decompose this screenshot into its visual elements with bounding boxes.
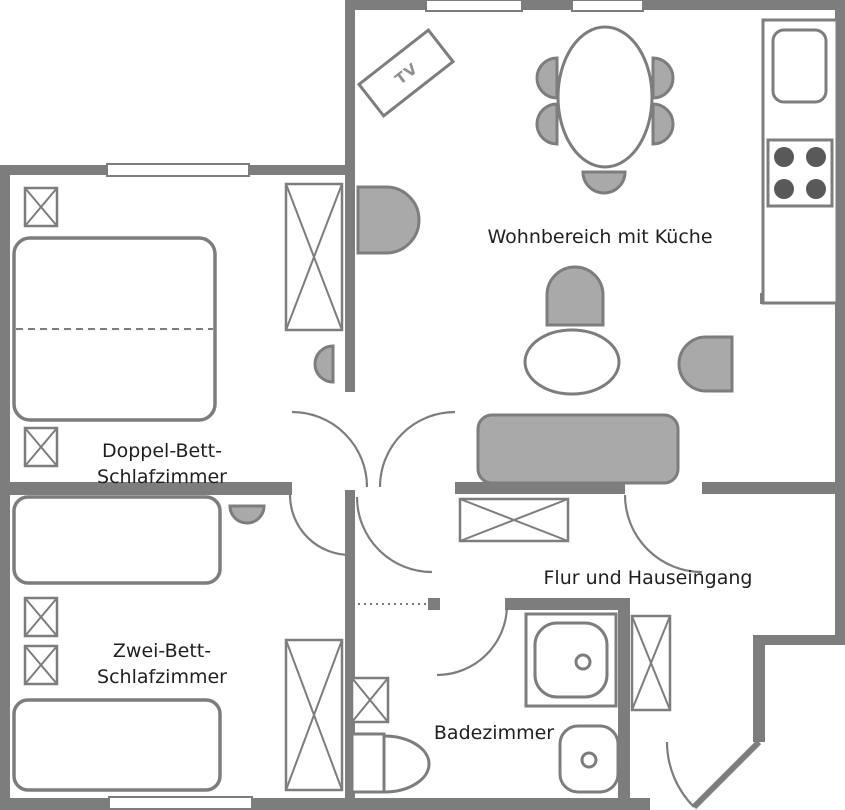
window-icon bbox=[571, 0, 644, 12]
wall-bedrooms-divider bbox=[0, 482, 292, 495]
double-bedroom-furniture bbox=[12, 182, 344, 468]
twin-bedroom-furniture bbox=[12, 495, 344, 792]
sofa bbox=[476, 413, 680, 485]
door-arc bbox=[665, 741, 695, 808]
wall-bottom bbox=[0, 798, 650, 810]
dining-chair bbox=[535, 102, 559, 146]
room-label-bathroom: Badezimmer bbox=[434, 722, 554, 744]
armchair bbox=[545, 265, 605, 327]
door-arc bbox=[623, 494, 703, 574]
armchair bbox=[356, 185, 421, 255]
hallway-furniture bbox=[458, 497, 672, 712]
door-arc bbox=[291, 410, 369, 488]
shower-drain bbox=[574, 653, 592, 671]
wall-bathroom-right bbox=[618, 598, 630, 810]
dining-chair bbox=[535, 56, 559, 100]
room-label-double-bedroom-line2: Schlafzimmer bbox=[97, 466, 227, 488]
wardrobe bbox=[284, 638, 344, 792]
room-label-double-bedroom-line1: Doppel-Bett- bbox=[102, 440, 222, 462]
kitchen bbox=[761, 18, 839, 305]
dining-table bbox=[556, 25, 654, 169]
dining-set bbox=[535, 25, 675, 195]
room-labels: Wohnbereich mit Küche Doppel-Bett- Schla… bbox=[97, 226, 752, 744]
window-icon bbox=[106, 163, 250, 177]
stove-burner bbox=[774, 147, 794, 167]
room-label-twin-bedroom-line2: Schlafzimmer bbox=[97, 666, 227, 688]
kitchen-sink bbox=[771, 28, 828, 104]
room-label-living: Wohnbereich mit Küche bbox=[487, 226, 712, 248]
tv-stand bbox=[356, 28, 456, 118]
door-arc bbox=[355, 496, 433, 574]
wall-entry-left bbox=[753, 635, 765, 742]
stove-burner bbox=[806, 179, 826, 199]
door-arc bbox=[378, 410, 456, 488]
wall-living-left bbox=[345, 0, 355, 392]
dining-chair bbox=[651, 56, 675, 100]
coffee-table bbox=[523, 328, 621, 396]
nightstand bbox=[23, 426, 59, 468]
nightstand bbox=[23, 186, 59, 228]
entrance-door-leaf bbox=[691, 739, 762, 810]
hall-cabinet bbox=[630, 614, 672, 712]
washer-cabinet bbox=[350, 676, 390, 724]
wall-living-bottom-right bbox=[702, 482, 845, 494]
stove-burner bbox=[806, 147, 826, 167]
wall-living-bottom-left bbox=[455, 482, 625, 494]
dining-chair bbox=[581, 170, 627, 195]
single-bed bbox=[12, 698, 222, 792]
wall-bathroom-top bbox=[505, 598, 630, 610]
wardrobe bbox=[284, 182, 344, 332]
wall-bedroom2-right bbox=[345, 490, 355, 810]
door-arc bbox=[436, 604, 509, 677]
shower-tray bbox=[533, 621, 609, 699]
doors bbox=[288, 410, 762, 810]
tv-unit: TV bbox=[356, 28, 456, 118]
window-icon bbox=[425, 0, 523, 12]
door-arc bbox=[288, 494, 351, 557]
wall-entry-top bbox=[755, 635, 845, 645]
chair bbox=[228, 504, 266, 525]
wall-right bbox=[835, 0, 845, 645]
sink-cabinet bbox=[350, 732, 386, 794]
bathroom-furniture bbox=[350, 612, 620, 794]
nightstand bbox=[23, 596, 59, 638]
toilet-flush bbox=[580, 751, 598, 769]
living-room-furniture bbox=[356, 185, 734, 485]
bathroom-sink bbox=[382, 734, 431, 794]
room-label-twin-bedroom-line1: Zwei-Bett- bbox=[113, 640, 211, 662]
hall-cabinet bbox=[458, 497, 570, 543]
window-icon bbox=[108, 796, 253, 810]
wall-bathroom-top-stub bbox=[428, 598, 440, 610]
dining-chair bbox=[651, 102, 675, 146]
single-bed bbox=[12, 495, 222, 585]
chair bbox=[313, 344, 335, 384]
armchair bbox=[677, 335, 734, 393]
stove-burner bbox=[774, 179, 794, 199]
windows bbox=[106, 0, 644, 810]
nightstand bbox=[23, 644, 59, 686]
room-label-hallway: Flur und Hauseingang bbox=[544, 567, 753, 589]
